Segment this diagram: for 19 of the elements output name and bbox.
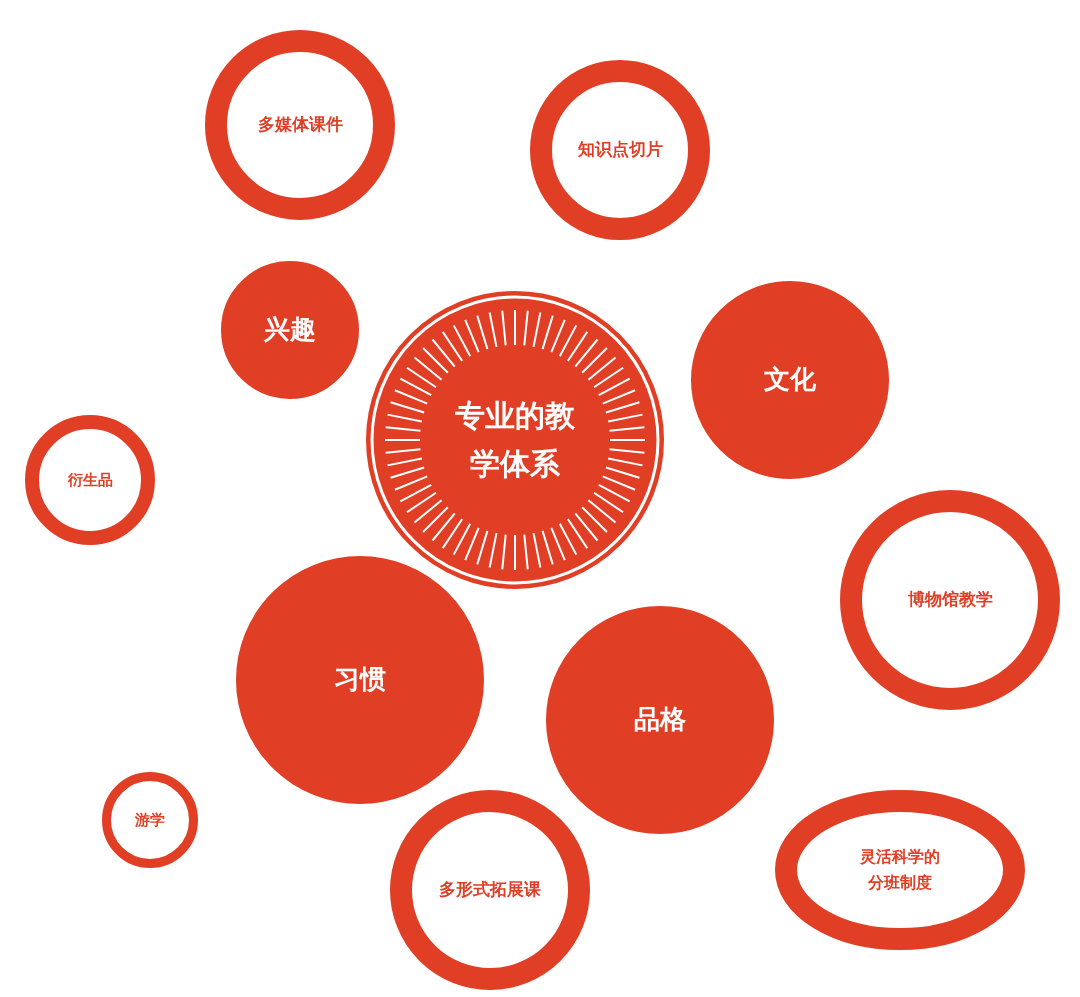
circle-label: 文化 bbox=[763, 363, 817, 397]
circle-label: 知识点切片 bbox=[576, 138, 664, 162]
circle-label: 博物馆教学 bbox=[906, 588, 994, 612]
circle-label: 多形式拓展课 bbox=[438, 878, 542, 902]
ring-circle bbox=[840, 490, 1060, 710]
circle-label: 专业的教学体系 bbox=[454, 397, 576, 483]
circle-label: 衍生品 bbox=[66, 470, 114, 491]
circle-label: 兴趣 bbox=[263, 313, 317, 347]
circle-label: 灵活科学的分班制度 bbox=[859, 846, 941, 894]
ring-circle bbox=[25, 415, 155, 545]
circle-label: 游学 bbox=[134, 810, 166, 831]
ring-circle bbox=[205, 30, 395, 220]
ring-circle bbox=[530, 60, 710, 240]
ring-circle bbox=[390, 790, 590, 990]
ring-circle bbox=[775, 790, 1025, 950]
circle-label: 多媒体课件 bbox=[256, 113, 344, 137]
circle-label: 习惯 bbox=[333, 663, 387, 697]
ring-circle bbox=[102, 772, 198, 868]
circle-label: 品格 bbox=[633, 703, 687, 737]
